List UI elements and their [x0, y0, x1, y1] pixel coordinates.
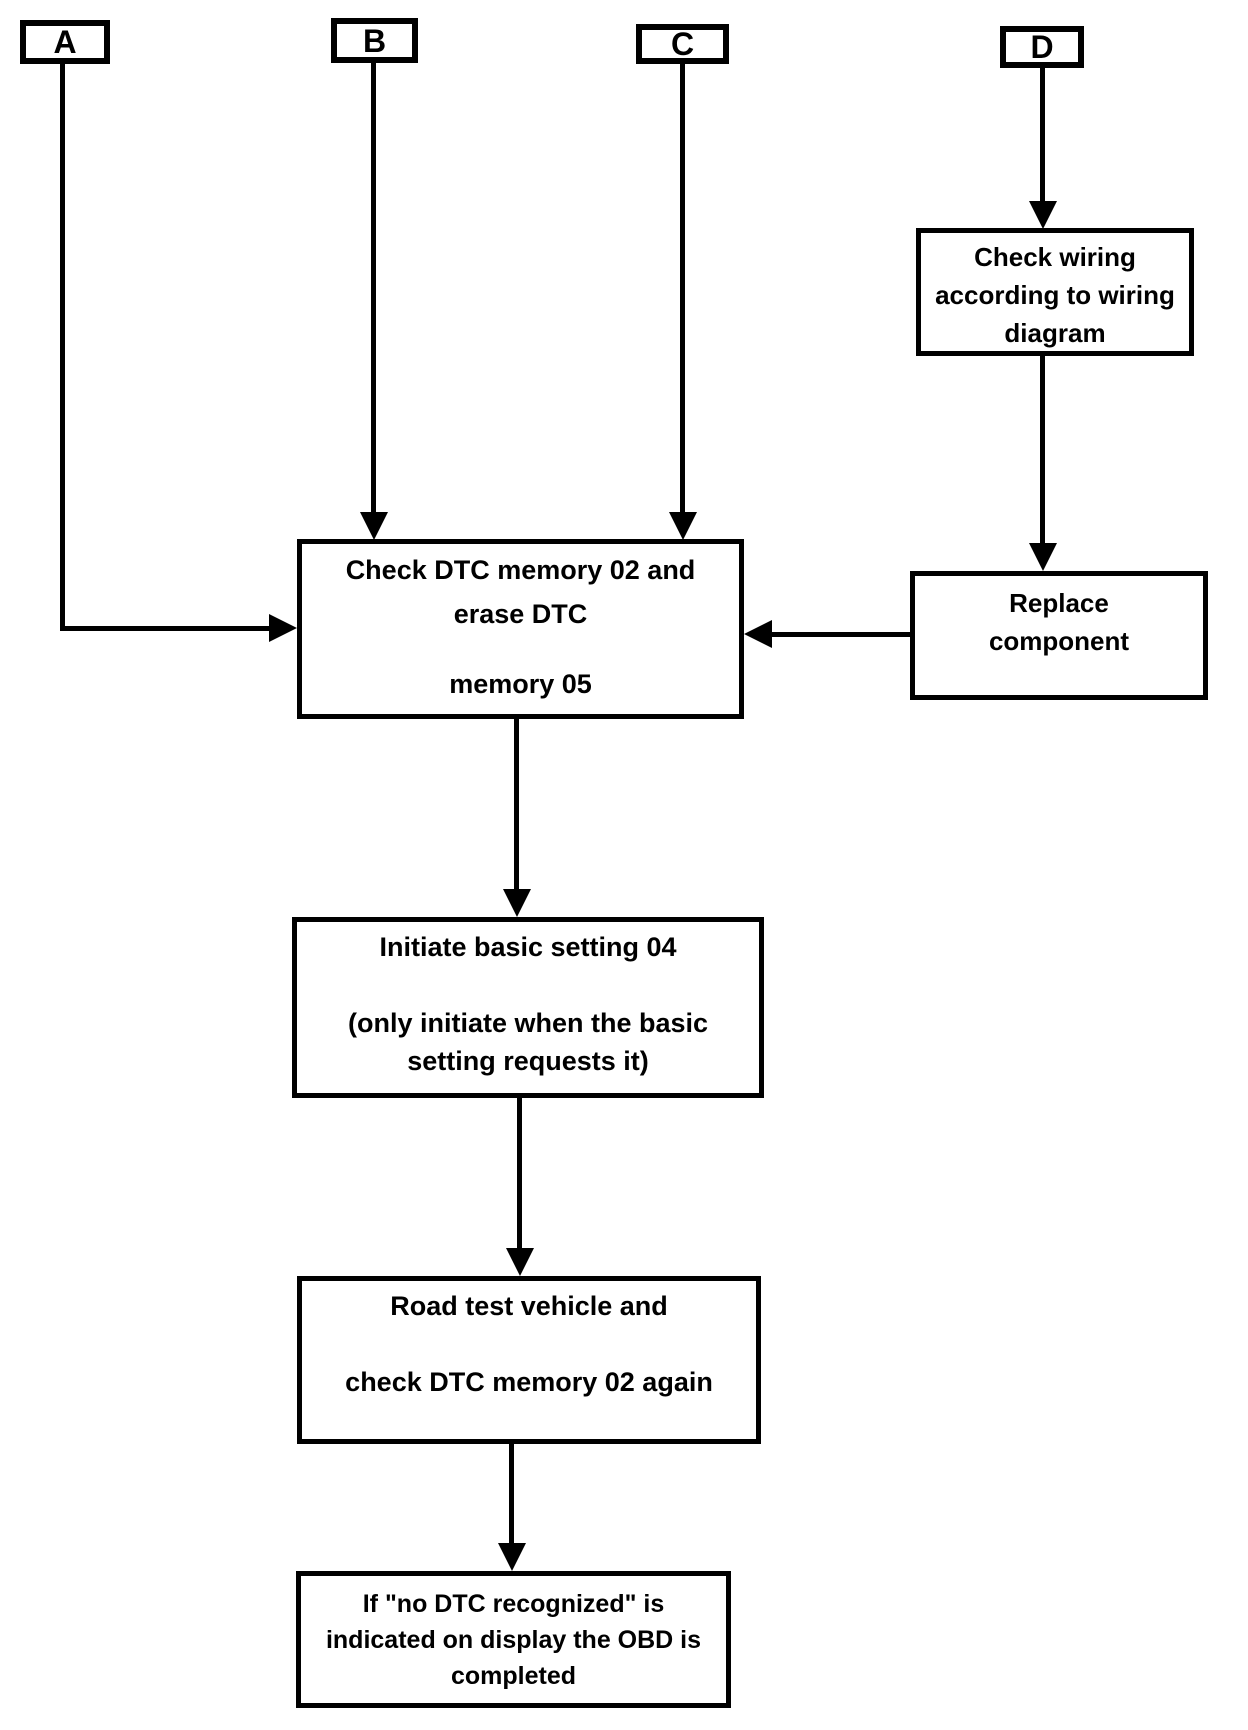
node-initiate-basic-setting-line: (only initiate when the basic: [347, 1008, 709, 1038]
connector-checkdtc-to-initiate-line: [514, 718, 519, 890]
connector-checkdtc-to-initiate-arrowhead-icon: [503, 889, 531, 917]
connector-roadtest-to-obd-line: [509, 1443, 514, 1544]
connector-initiate-to-roadtest-arrowhead-icon: [506, 1248, 534, 1276]
connector-replace-to-checkdtc-arrowhead-icon: [744, 620, 772, 648]
node-initiate-basic-setting-line: setting requests it): [407, 1046, 649, 1076]
node-obd-completed-line: If "no DTC recognized" is: [362, 1589, 665, 1618]
node-road-test: Road test vehicle and check DTC memory 0…: [297, 1276, 761, 1444]
node-road-test-line: check DTC memory 02 again: [345, 1367, 713, 1397]
node-initiate-basic-setting-line: Initiate basic setting 04: [379, 932, 677, 962]
node-replace-component-line: Replace: [1009, 588, 1109, 618]
node-replace-component-line: component: [988, 626, 1130, 656]
node-obd-completed: If "no DTC recognized" is indicated on d…: [296, 1571, 731, 1708]
node-entry-b: B: [331, 18, 418, 63]
node-entry-c-label: C: [670, 26, 695, 62]
node-entry-d: D: [1000, 26, 1084, 68]
node-replace-component: Replace component: [910, 571, 1208, 700]
connector-b-arrowhead-icon: [360, 512, 388, 540]
node-entry-a-label: A: [53, 24, 77, 60]
node-entry-b-label: B: [362, 22, 387, 59]
node-entry-a: A: [20, 20, 110, 64]
node-initiate-basic-setting: Initiate basic setting 04 (only initiate…: [292, 917, 764, 1098]
connector-a-line-vertical: [60, 62, 65, 628]
connector-c-arrowhead-icon: [669, 512, 697, 540]
connector-d-arrowhead-icon: [1029, 201, 1057, 229]
connector-d-line: [1040, 66, 1045, 202]
connector-c-line: [680, 62, 685, 513]
connector-initiate-to-roadtest-line: [517, 1097, 522, 1249]
connector-a-line-horizontal: [60, 626, 270, 631]
node-obd-completed-line: completed: [450, 1661, 577, 1690]
connector-a-arrowhead-icon: [269, 614, 297, 642]
node-entry-c: C: [636, 24, 729, 64]
connector-wiring-to-replace-line: [1040, 355, 1045, 544]
node-check-wiring-line: according to wiring: [935, 280, 1175, 310]
node-road-test-line: Road test vehicle and: [390, 1291, 668, 1321]
node-obd-completed-line: indicated on display the OBD is: [325, 1625, 702, 1654]
node-entry-d-label: D: [1030, 29, 1054, 65]
node-check-wiring-line: Check wiring: [974, 242, 1136, 272]
node-check-wiring: Check wiring according to wiring diagram: [916, 228, 1194, 356]
connector-replace-to-checkdtc-line: [770, 632, 910, 637]
connector-wiring-to-replace-arrowhead-icon: [1029, 543, 1057, 571]
connector-b-line: [371, 61, 376, 513]
node-check-wiring-line: diagram: [1004, 318, 1106, 348]
node-check-dtc-line: memory 05: [449, 669, 592, 699]
connector-roadtest-to-obd-arrowhead-icon: [498, 1543, 526, 1571]
node-check-dtc-line: Check DTC memory 02 and: [345, 555, 696, 585]
node-check-dtc: Check DTC memory 02 and erase DTC memory…: [297, 539, 744, 719]
node-check-dtc-line: erase DTC: [453, 599, 588, 629]
